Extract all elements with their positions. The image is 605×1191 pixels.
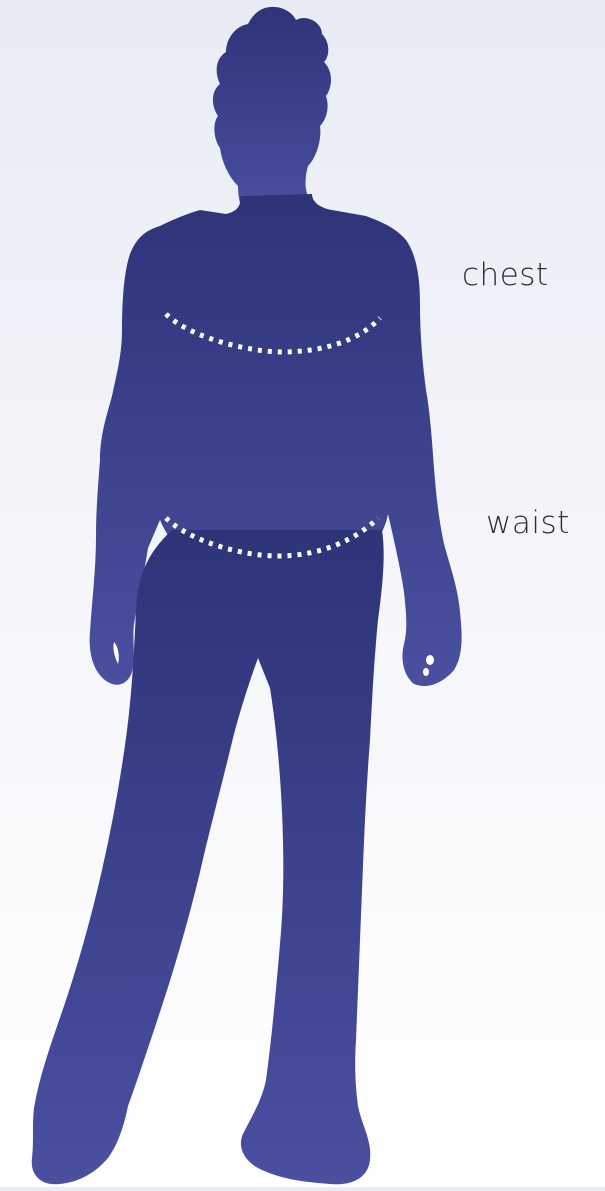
right-hand-highlight-a [426, 655, 434, 665]
right-hand-highlight-b [423, 668, 429, 676]
male-silhouette [32, 7, 462, 1184]
chest-label: chest [462, 260, 549, 291]
legs-shape [32, 530, 384, 1184]
head-shape [213, 7, 331, 216]
waist-label: waist [486, 508, 570, 539]
